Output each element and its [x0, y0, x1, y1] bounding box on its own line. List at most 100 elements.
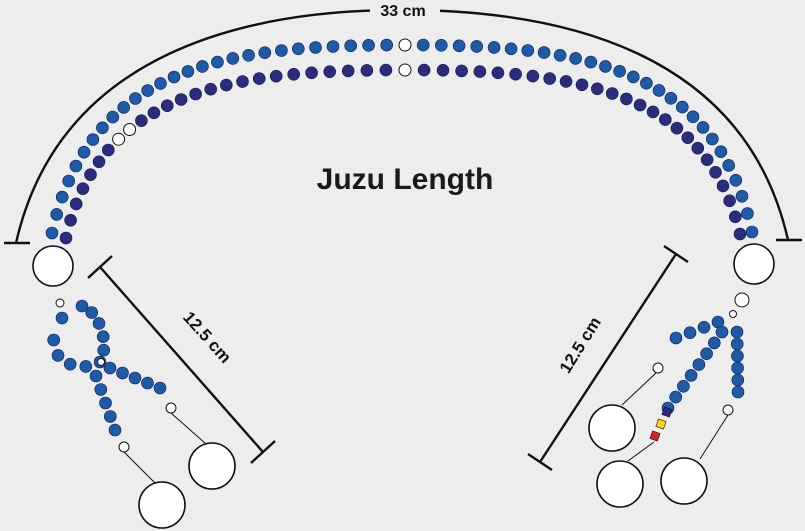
right-main-bead — [733, 243, 775, 285]
bead — [537, 46, 551, 59]
bead — [62, 174, 75, 188]
bead — [723, 194, 736, 208]
main-bead-strand — [45, 38, 759, 245]
bead — [728, 210, 742, 224]
white-spacer-bead — [722, 404, 734, 416]
bead — [291, 42, 305, 56]
bead — [633, 98, 647, 112]
bead — [181, 65, 195, 78]
diagram-title: Juzu Length — [317, 163, 494, 196]
bead — [652, 84, 666, 97]
bead — [220, 78, 233, 92]
bead — [526, 69, 540, 83]
bead — [96, 330, 110, 344]
bead — [69, 197, 83, 211]
white-spacer-bead — [97, 358, 105, 366]
white-spacer-bead — [729, 310, 737, 318]
bead — [128, 371, 142, 385]
bead — [189, 87, 202, 101]
bead — [50, 208, 64, 221]
bead — [116, 366, 129, 380]
bead — [741, 207, 754, 220]
bead — [705, 132, 719, 146]
bead — [380, 38, 394, 52]
navy-marker-bead — [661, 406, 673, 418]
bead — [504, 42, 518, 56]
bead — [153, 381, 167, 395]
bead — [658, 113, 672, 126]
bead — [92, 317, 106, 330]
bead — [473, 65, 487, 78]
white-spacer-bead — [55, 298, 65, 308]
bead — [714, 145, 728, 158]
string — [621, 372, 657, 406]
string — [627, 441, 655, 462]
left-main-bead — [32, 245, 74, 287]
bead — [86, 133, 100, 146]
white-spacer-bead — [123, 123, 137, 136]
bead — [521, 44, 535, 57]
bead — [733, 227, 747, 241]
bead — [226, 52, 240, 65]
bead — [730, 325, 744, 339]
bead — [417, 63, 431, 77]
bead — [664, 92, 678, 105]
red-marker-bead — [649, 430, 661, 442]
bead — [675, 100, 689, 114]
bead — [722, 159, 736, 172]
bead — [99, 396, 112, 410]
white-spacer-bead — [398, 63, 412, 77]
bead — [436, 64, 450, 77]
bead — [160, 99, 174, 112]
bead — [692, 358, 706, 371]
bead — [729, 174, 743, 187]
bead — [715, 325, 729, 339]
bead — [75, 299, 89, 313]
right-tassel-tip-bead-1 — [588, 404, 636, 452]
bead — [455, 64, 468, 78]
bead — [135, 114, 148, 127]
bead — [323, 65, 337, 78]
bead — [59, 231, 73, 245]
bead — [613, 65, 626, 78]
bead — [360, 64, 374, 77]
bead — [242, 48, 255, 62]
bead — [491, 66, 505, 80]
bead — [269, 69, 283, 83]
bead — [167, 70, 181, 84]
right-tassel-tip-bead-2 — [596, 460, 644, 508]
right-dimension-tick-top — [663, 245, 689, 263]
bead — [117, 101, 130, 114]
bead — [731, 349, 744, 363]
bead — [84, 168, 97, 181]
string — [699, 414, 729, 460]
bead — [730, 337, 744, 351]
bead — [204, 82, 217, 96]
left-tassel-length-label: 12.5 cm — [179, 308, 235, 367]
bead — [344, 39, 358, 53]
bead — [92, 155, 106, 169]
bead — [154, 77, 167, 90]
bead — [106, 110, 120, 124]
bead — [569, 52, 582, 65]
bead — [691, 141, 705, 155]
right-tassel-tip-bead-3 — [660, 457, 708, 505]
bead — [85, 306, 98, 319]
bead — [104, 410, 117, 423]
bead — [731, 361, 744, 375]
bead — [684, 369, 698, 382]
tassel-beads — [47, 292, 750, 453]
left-tassel-tip-bead-2 — [188, 442, 236, 490]
bead — [584, 55, 598, 69]
right-tassel-length-label: 12.5 cm — [556, 314, 605, 377]
bead — [620, 92, 633, 106]
yellow-marker-bead — [655, 418, 667, 430]
bead — [129, 92, 142, 105]
bead — [487, 41, 501, 54]
bead — [258, 46, 272, 60]
white-spacer-bead — [734, 292, 750, 308]
bead — [509, 67, 522, 81]
bead — [108, 423, 122, 437]
bead — [76, 182, 90, 195]
